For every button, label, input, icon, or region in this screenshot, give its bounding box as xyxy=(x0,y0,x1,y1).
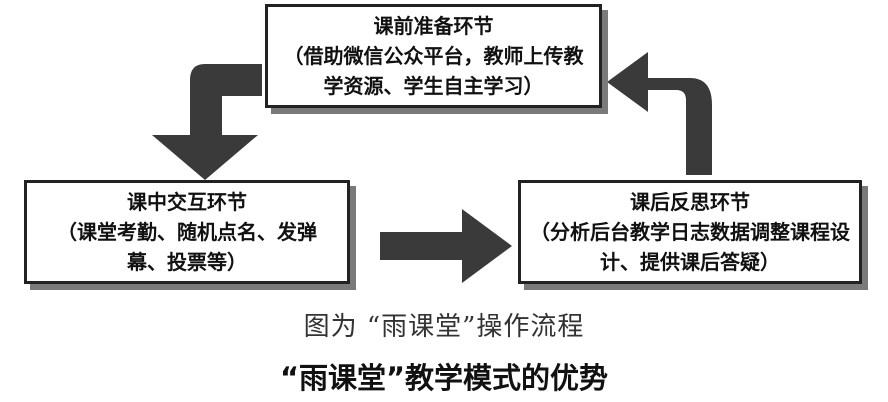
in-class-box: 课中交互环节 （课堂考勤、随机点名、发弹幕、投票等） xyxy=(24,180,350,284)
pre-class-title: 课前准备环节 xyxy=(373,14,494,38)
pre-class-box: 课前准备环节 （借助微信公众平台，教师上传教学资源、学生自主学习） xyxy=(265,4,602,108)
pre-class-description: （借助微信公众平台，教师上传教学资源、学生自主学习） xyxy=(283,44,584,98)
arrow-pre-to-mid xyxy=(152,32,262,180)
post-class-description: （分析后台教学日志数据调整课程设计、提供课后答疑） xyxy=(530,220,850,274)
section-heading: “雨课堂”教学模式的优势 xyxy=(279,361,609,395)
post-class-title: 课后反思环节 xyxy=(630,190,750,214)
in-class-title: 课中交互环节 xyxy=(127,190,247,214)
arrow-mid-to-post xyxy=(380,209,512,283)
post-class-box: 课后反思环节 （分析后台教学日志数据调整课程设计、提供课后答疑） xyxy=(518,180,862,284)
arrow-post-to-pre xyxy=(607,52,712,175)
figure-caption: 图为 “雨课堂”操作流程 xyxy=(303,312,585,342)
in-class-description: （课堂考勤、随机点名、发弹幕、投票等） xyxy=(57,220,317,274)
